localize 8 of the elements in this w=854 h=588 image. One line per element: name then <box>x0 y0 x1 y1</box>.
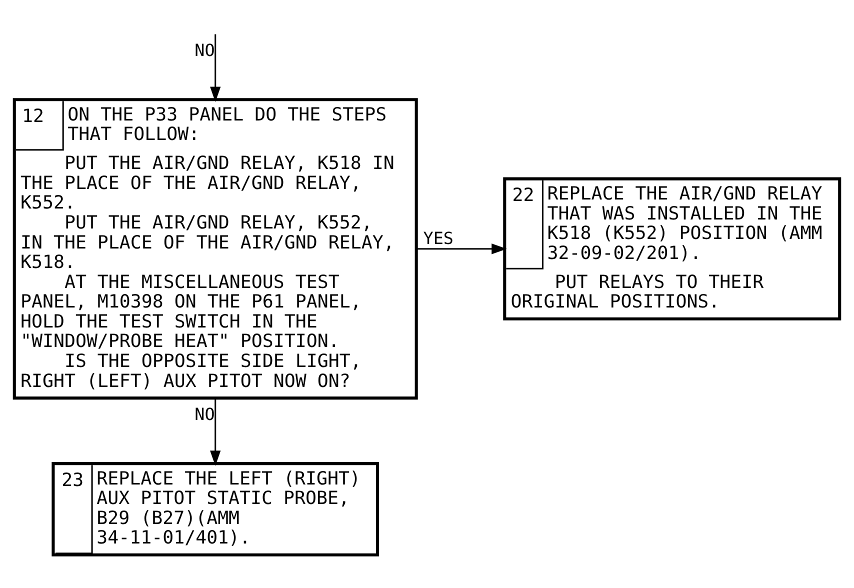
arrow <box>416 244 507 254</box>
edge-label: NO <box>194 40 215 60</box>
arrow <box>210 398 221 466</box>
arrow <box>210 34 221 102</box>
node-box: 12 ON THE P33 PANEL DO THE STEPS THAT FOLLOW: PUT THE AIR/GND RELAY, K518 IN THE PLACE OF THE AIR/GND RELAY, K552. PUT THE AIR/GND RELAY, K552, IN THE PLACE OF THE AIR/GND RELAY, K518. AT THE MISCELLANEOUS TEST PANEL, M10398 ON THE P61 PANEL, HOLD THE TEST SWITCH IN THE "WINDOW/PROBE HEAT" POSITION. IS THE OPPOSITE SIDE LIGHT, RIGHT (LEFT) AUX PITOT NOW ON? <box>12 98 418 400</box>
node-box: 22 REPLACE THE AIR/GND RELAY THAT WAS INSTALLED IN THE K518 (K552) POSITION (AMM 32-09-02/201). PUT RELAYS TO THEIR ORIGINAL POSITIONS. <box>503 177 842 320</box>
edge-label: YES <box>423 228 454 248</box>
edge-label: NO <box>194 404 215 424</box>
